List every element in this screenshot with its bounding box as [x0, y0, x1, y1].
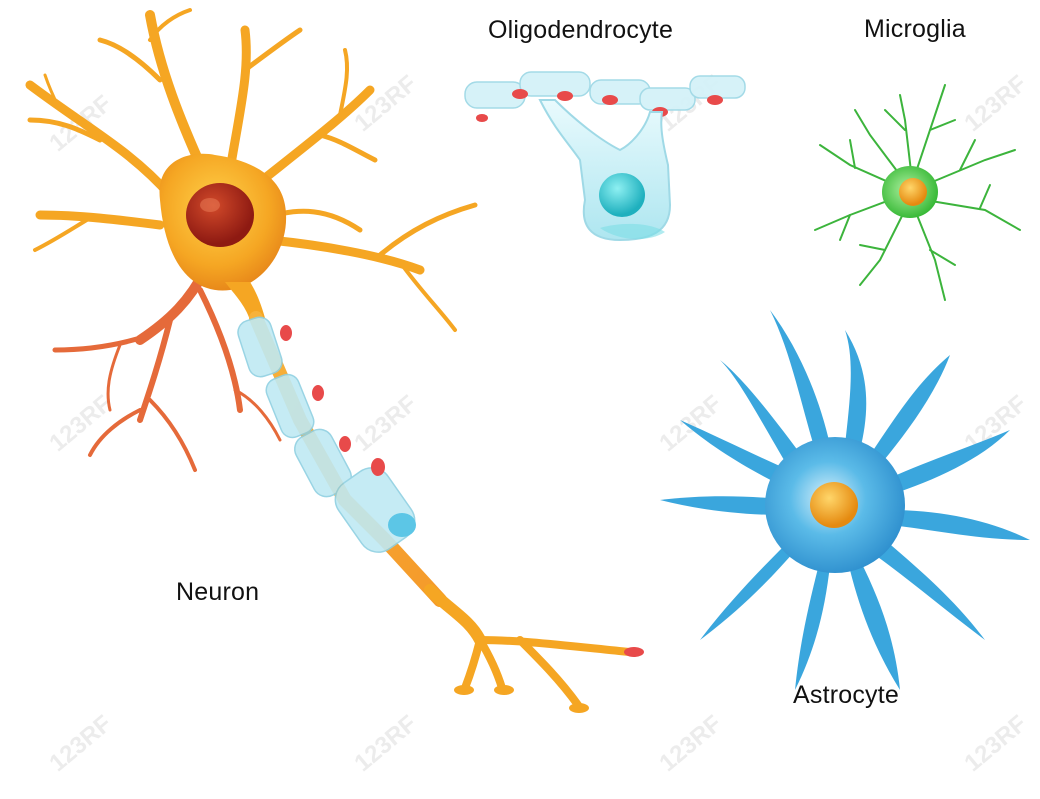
neuron-label: Neuron	[176, 578, 259, 607]
microglia	[815, 85, 1020, 300]
oligodendrocyte	[465, 72, 745, 240]
microglia-label: Microglia	[864, 15, 966, 44]
oligodendrocyte-label: Oligodendrocyte	[488, 16, 673, 45]
axon	[235, 314, 644, 713]
astrocyte-label: Astrocyte	[793, 681, 899, 710]
astrocyte	[660, 310, 1030, 690]
